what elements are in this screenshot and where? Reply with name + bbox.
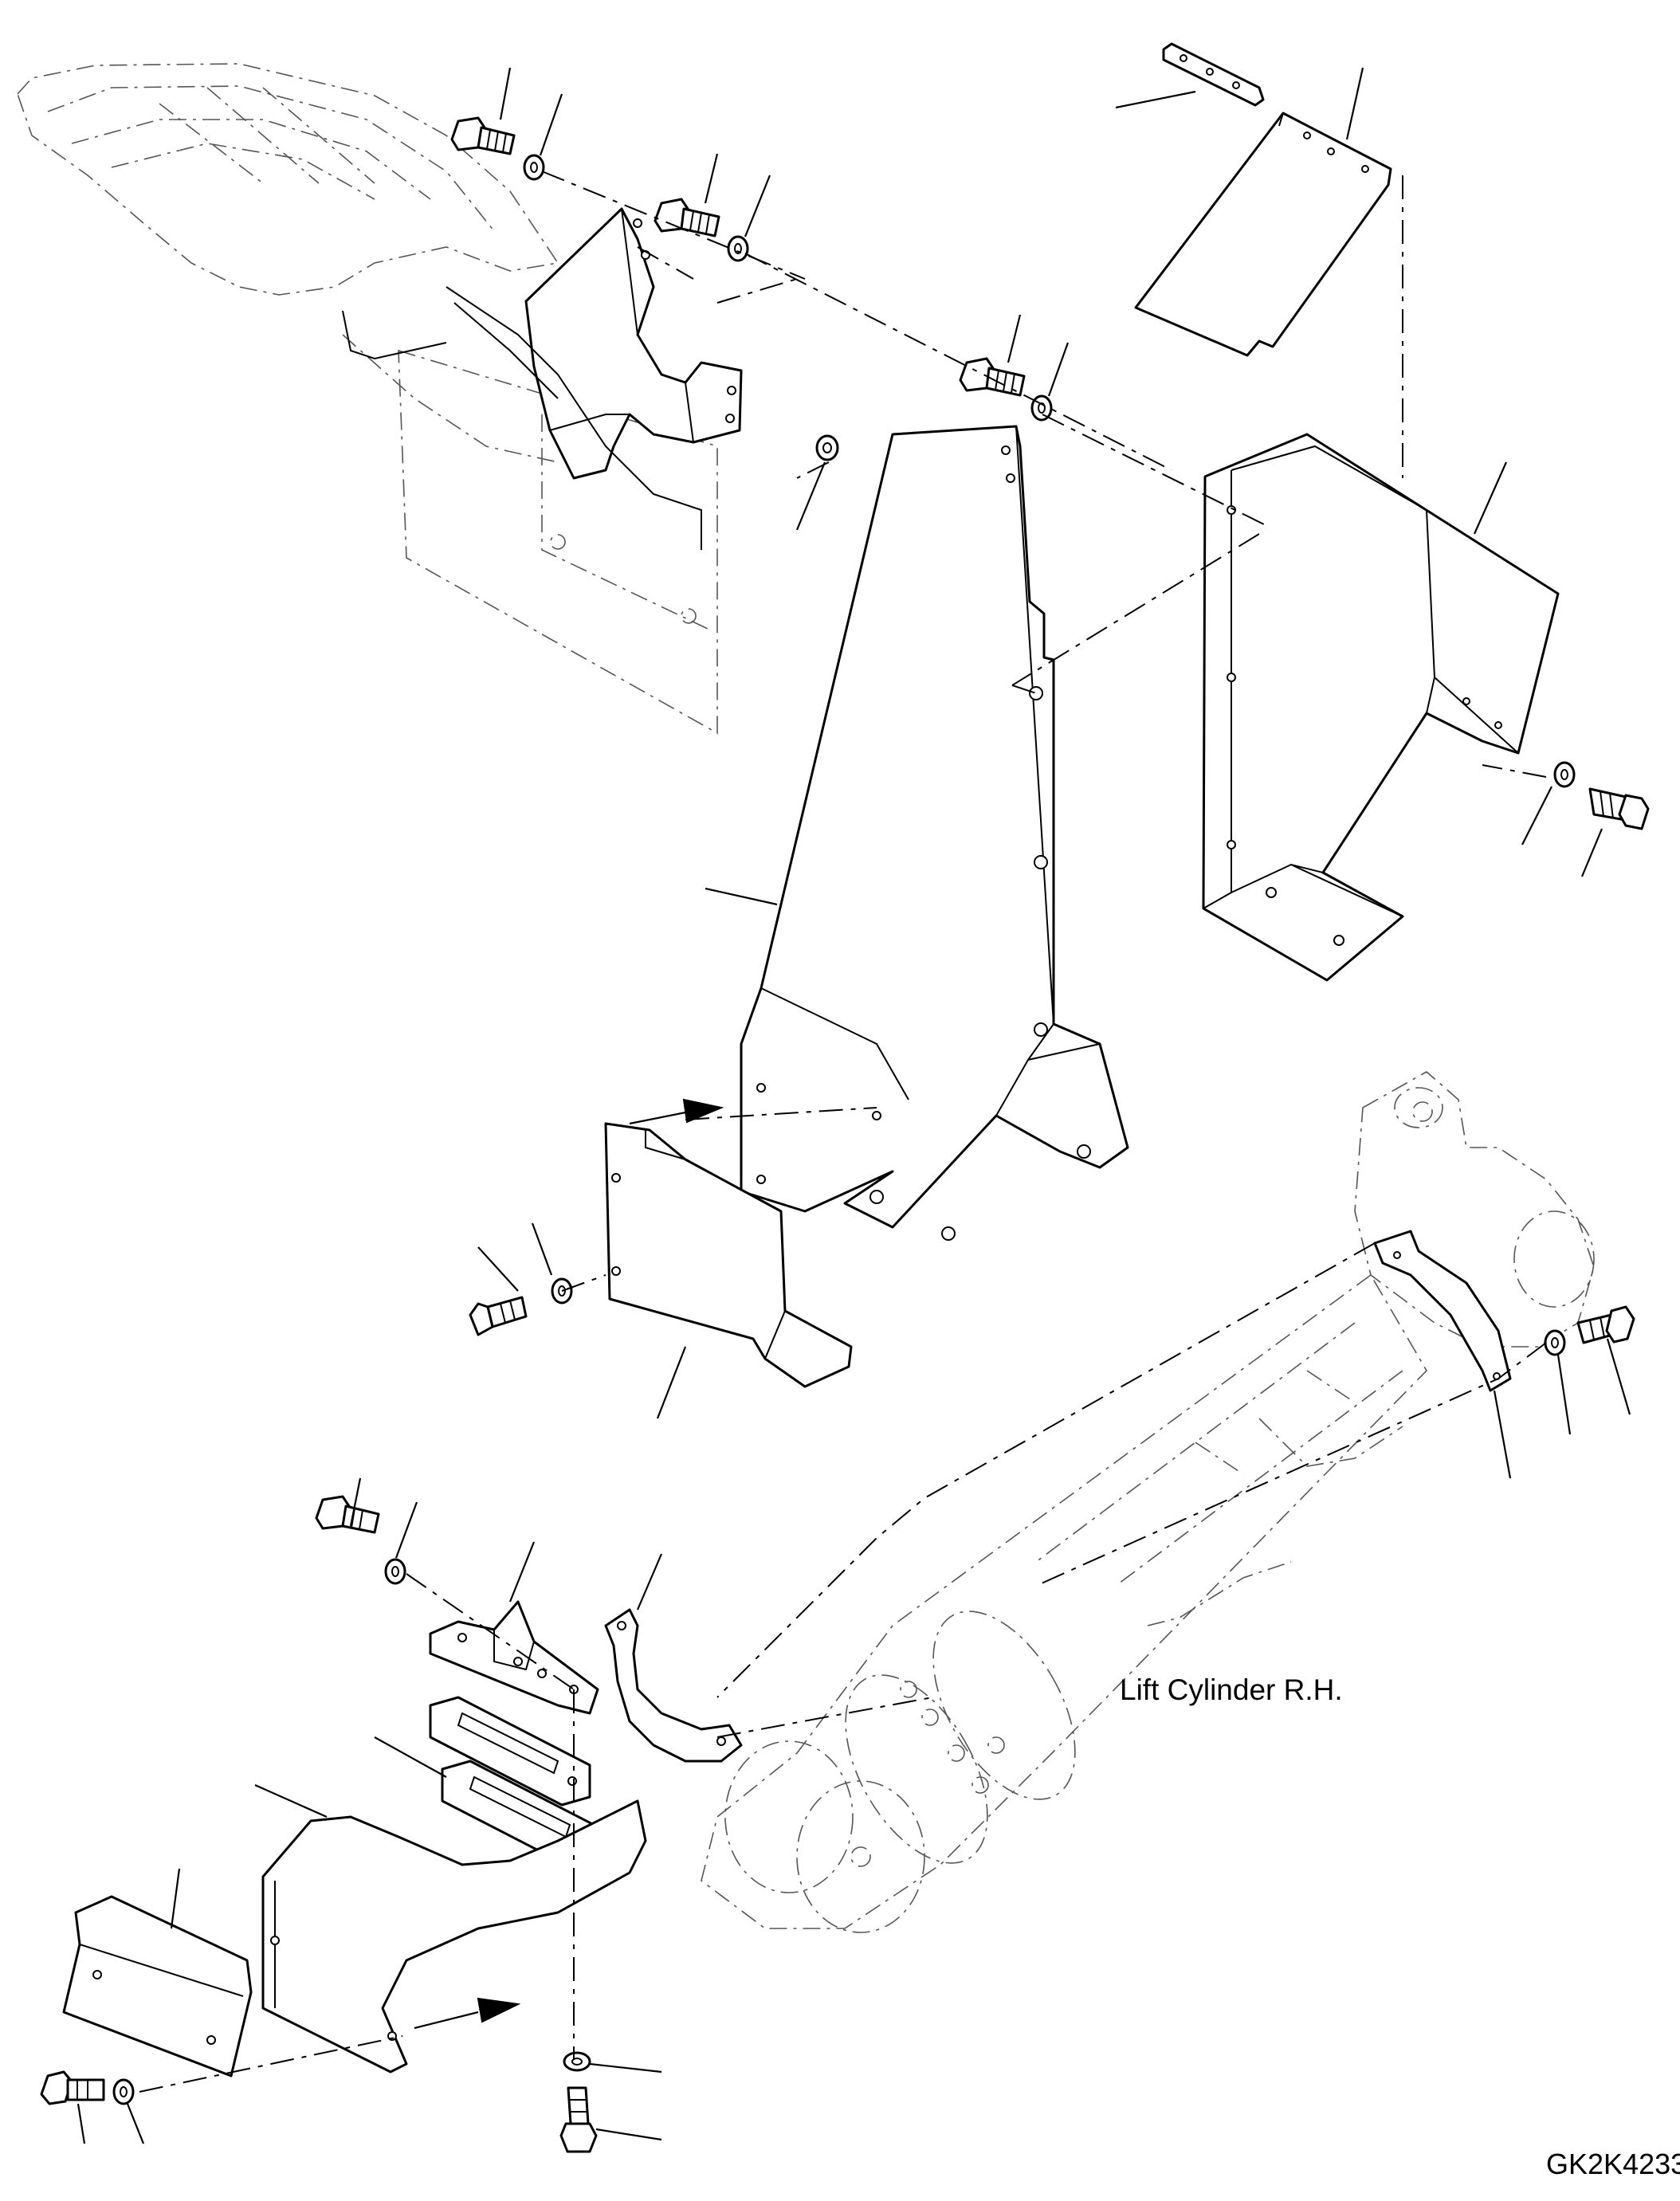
direction-arrow-1 (629, 1098, 724, 1125)
fender-phantom (17, 63, 718, 735)
bolt-1 (450, 116, 516, 155)
bolt-3 (959, 357, 1026, 397)
direction-arrow-2 (414, 1997, 521, 2030)
side-plate (740, 425, 1129, 1241)
lower-bracket (604, 1122, 853, 1388)
bolt-7 (315, 1495, 380, 1534)
drawing-code-label: GK2K4233 (1546, 2148, 1680, 2180)
bracket-angle (429, 1600, 599, 1715)
bolt-9 (559, 2086, 598, 2153)
cover-plate (1134, 112, 1392, 357)
lift-cylinder-label: Lift Cylinder R.H. (1120, 1673, 1343, 1706)
end-plate (62, 1895, 253, 2077)
slotted-plate-upper (429, 1696, 591, 1807)
wave-guard (261, 1799, 647, 2073)
fender-mount-bracket (342, 207, 743, 550)
box-guard (1202, 433, 1560, 982)
bolt-8 (40, 2070, 105, 2105)
bolt-4 (1588, 787, 1650, 830)
rubber-strip (1162, 42, 1265, 107)
lift-cylinder-phantom (701, 1071, 1595, 1933)
cylinder-clamp-band (1373, 1230, 1512, 1392)
bolt-6 (1576, 1305, 1635, 1344)
callout-leaders (77, 67, 1631, 2144)
assembly-lines (139, 171, 1547, 2093)
saddle-clamp (604, 1608, 743, 1763)
bolt-5 (469, 1296, 528, 1336)
